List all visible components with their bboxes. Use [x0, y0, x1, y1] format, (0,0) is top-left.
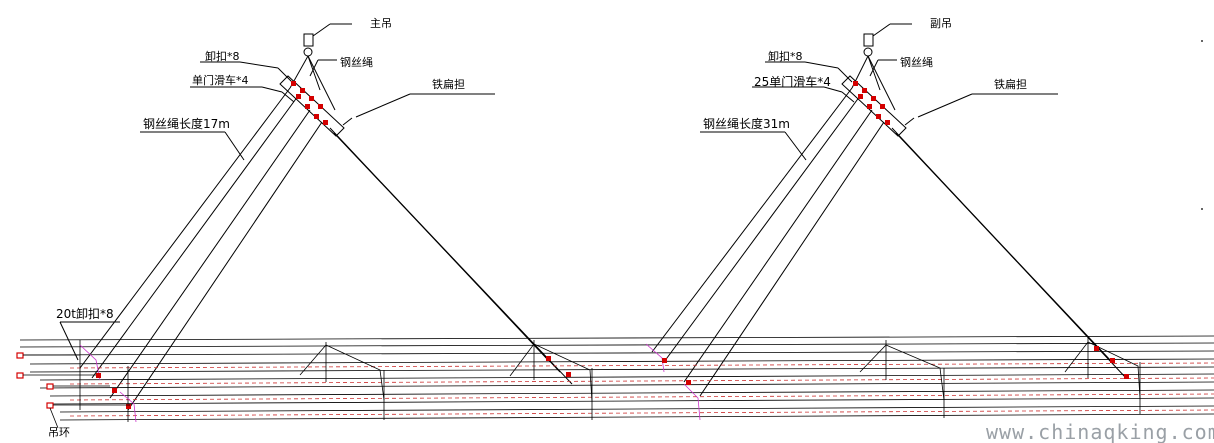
bottom-shackle-label: 20t卸扣*8	[56, 306, 114, 321]
right-rig-markers	[853, 81, 890, 125]
left-beam-label: 铁扁担	[432, 77, 465, 91]
hull-markers	[96, 346, 1129, 409]
aux-hook-icon	[863, 33, 874, 57]
main-hook-label: 主吊	[370, 17, 392, 30]
watermark-bg	[980, 421, 1214, 443]
hull-dashed-lines	[69, 362, 1214, 417]
edge-marks	[1201, 40, 1203, 210]
lift-ring-label: 吊环	[48, 426, 70, 439]
right-pulley-label: 25单门滑车*4	[754, 74, 831, 89]
aux-hook-label: 副吊	[930, 17, 952, 30]
right-beam-label: 铁扁担	[994, 77, 1027, 91]
left-pulley-label: 单门滑车*4	[192, 73, 249, 87]
lift-ring-leaders	[23, 354, 130, 429]
left-rope-length-label: 钢丝绳长度17m	[143, 116, 230, 131]
right-rig	[651, 23, 1127, 397]
right-rope-length-label: 钢丝绳长度31m	[703, 116, 790, 131]
right-shackle-label: 卸扣*8	[768, 49, 803, 63]
left-rope-label: 钢丝绳	[340, 55, 373, 69]
lift-ring-icons	[16, 352, 54, 409]
hull-frames	[79, 338, 1141, 422]
main-hook-icon	[303, 33, 314, 57]
left-shackle-label: 卸扣*8	[205, 49, 240, 63]
left-rig-markers	[291, 81, 328, 125]
right-rope-label: 钢丝绳	[900, 55, 933, 69]
watermark-text: www.chinaqking.com	[986, 420, 1214, 443]
hull-structure	[19, 335, 1214, 421]
left-rig	[59, 23, 573, 411]
